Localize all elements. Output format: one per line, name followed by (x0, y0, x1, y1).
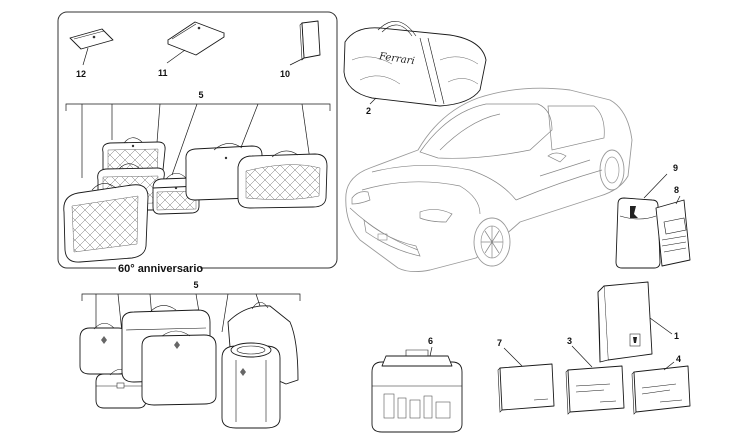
upright-trolley (221, 342, 281, 429)
booklet-10 (289, 20, 321, 66)
callout-10: 10 (280, 69, 290, 79)
document-wallet-12 (69, 28, 114, 66)
emergency-kit-6 (371, 346, 463, 433)
callout-7: 7 (497, 338, 502, 348)
manual-4 (631, 361, 691, 415)
leather-folder-1 (597, 281, 673, 363)
duffel-bag-2: Ferrari (343, 21, 487, 107)
ferrari-612-car (345, 87, 633, 273)
callout-6: 6 (428, 336, 433, 346)
callout-8: 8 (674, 185, 679, 195)
luggage-set-bottom: 5 (79, 280, 301, 429)
callout-1: 1 (674, 331, 679, 341)
callout-12: 12 (76, 69, 86, 79)
suitcase-large-trolley (63, 183, 149, 263)
document-folder-11 (166, 21, 225, 64)
pouch-9 (615, 173, 668, 269)
callout-4: 4 (676, 354, 681, 364)
suitcase-bottom-left (79, 322, 129, 375)
suitcase-wide-right (237, 150, 328, 209)
callout-2: 2 (366, 106, 371, 116)
vanity-case-bottom (95, 368, 147, 409)
suitcase-bottom-medium (141, 330, 217, 406)
anniversary-group: 12 11 10 5 (57, 11, 338, 275)
callout-3: 3 (567, 336, 572, 346)
duffel-brand-mark: Ferrari (377, 51, 415, 67)
manual-7 (497, 347, 555, 413)
callout-11: 11 (158, 68, 168, 78)
callout-5-bottom: 5 (193, 280, 198, 290)
callout-5-top: 5 (198, 90, 203, 100)
callout-9: 9 (673, 163, 678, 173)
manual-3 (565, 345, 625, 415)
caption-60-anniversario: 60° anniversario (118, 263, 203, 275)
card-8 (655, 195, 691, 267)
